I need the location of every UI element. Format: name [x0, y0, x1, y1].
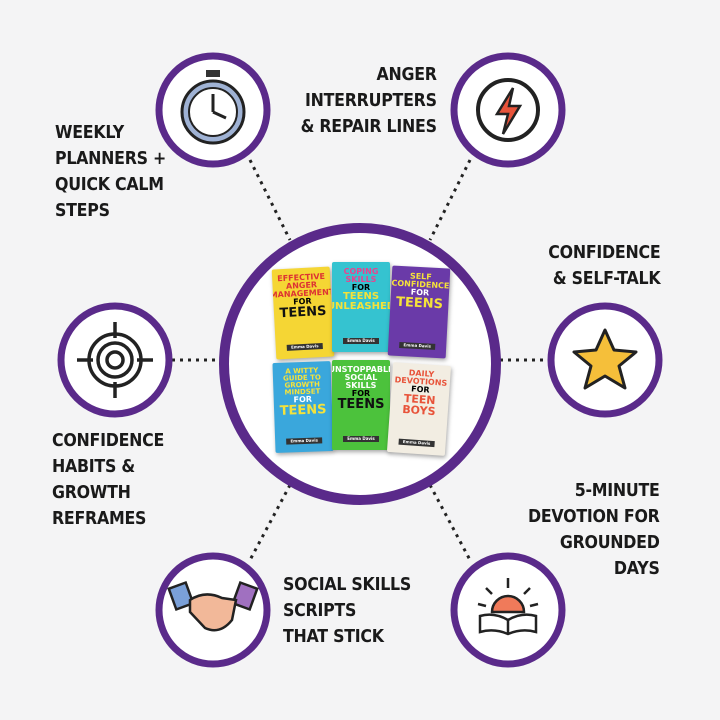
connector-lines	[172, 159, 550, 561]
handshake-icon	[167, 580, 259, 632]
book-bundle: EFFECTIVE ANGER MANAGEMENT FOR TEENS Emm…	[271, 262, 452, 458]
book-cover: COPING SKILLS FOR TEENS UNLEASHED Emma D…	[332, 262, 390, 352]
node-lightning	[450, 52, 566, 168]
node-target	[57, 302, 173, 418]
target-icon	[77, 322, 153, 398]
node-sunrise	[450, 552, 566, 668]
label-confidence-self-talk: CONFIDENCE& SELF-TALK	[547, 242, 660, 289]
node-star	[547, 302, 663, 418]
lightning-bolt-icon	[476, 78, 540, 142]
star-icon	[572, 328, 638, 390]
node-stopwatch	[155, 52, 271, 168]
stopwatch-icon	[180, 70, 246, 145]
book-cover: EFFECTIVE ANGER MANAGEMENT FOR TEENS Emm…	[271, 266, 335, 360]
book-cover: A WITTY GUIDE TO GROWTH MINDSET FOR TEEN…	[272, 361, 334, 453]
node-handshake	[155, 552, 271, 668]
connector-bottom-right	[428, 484, 472, 561]
sunrise-book-icon	[477, 578, 539, 636]
book-cover: DAILY DEVOTIONS FOR TEEN BOYS Emma Davis	[386, 362, 452, 456]
connector-top-left	[248, 159, 292, 241]
book-cover: SELF CONFIDENCE FOR TEENS Emma Davis	[387, 265, 451, 359]
connector-bottom-left	[248, 484, 292, 561]
book-cover: UNSTOPPABLE SOCIAL SKILLS FOR TEENS Emma…	[332, 360, 390, 450]
connector-top-right	[428, 159, 472, 241]
